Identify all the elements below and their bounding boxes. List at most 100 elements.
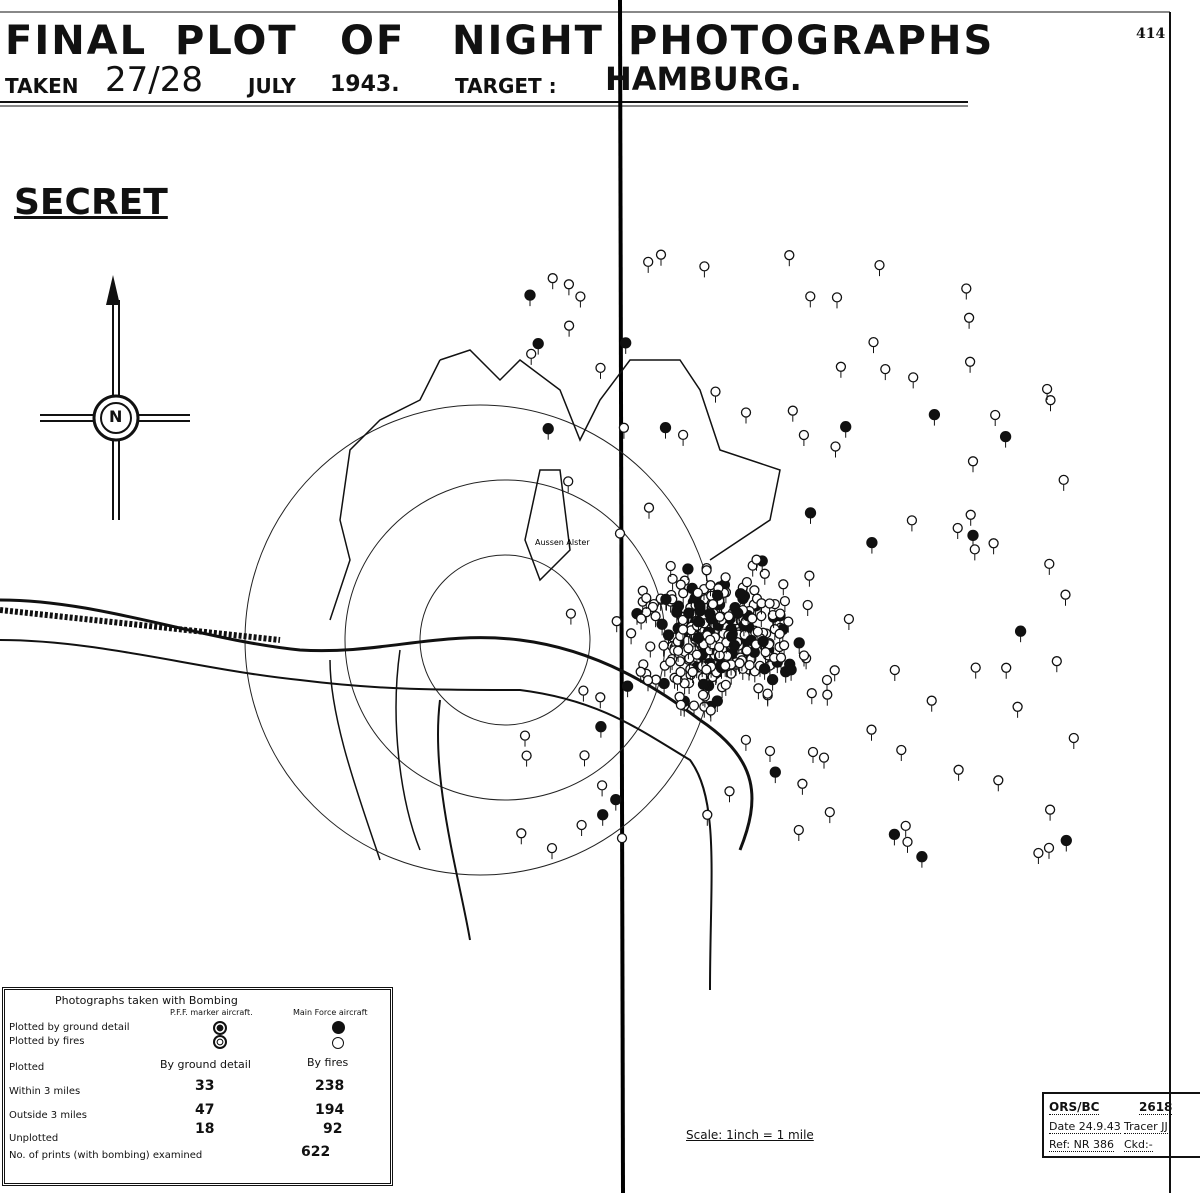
plot-point	[744, 659, 755, 671]
legend-box: Photographs taken with Bombing P.F.F. ma…	[2, 987, 393, 1186]
plot-point	[697, 689, 709, 701]
plot-point	[824, 806, 835, 818]
plot-point	[734, 588, 747, 600]
plot-point	[734, 658, 745, 669]
legend-row-ground: Plotted by ground detail	[9, 1022, 130, 1033]
plot-point	[1060, 834, 1072, 847]
plot-point	[682, 563, 694, 575]
plot-point	[798, 429, 810, 441]
plot-point	[667, 573, 678, 585]
plot-point	[896, 744, 907, 756]
plot-point	[576, 819, 587, 831]
plot-point	[1044, 558, 1055, 570]
range-circles	[244, 404, 716, 876]
plot-point	[835, 361, 847, 372]
page-number: 414	[1136, 26, 1166, 42]
plot-point	[677, 429, 689, 441]
plot-point	[1014, 625, 1027, 637]
plot-point	[635, 666, 646, 677]
plot-point	[724, 786, 735, 797]
sheet-join-line	[618, 0, 625, 1193]
plot-point	[659, 421, 672, 434]
plot-point	[723, 611, 734, 622]
plot-point	[711, 589, 724, 601]
city-boundary	[329, 349, 781, 621]
plot-point	[785, 664, 797, 676]
plot-point	[655, 249, 667, 260]
title-word: PHOTOGRAPHS	[628, 18, 995, 64]
plot-point	[688, 700, 700, 711]
plot-point	[747, 613, 758, 624]
river-elbe	[0, 598, 754, 991]
plot-point	[774, 628, 785, 639]
target-name: HAMBURG.	[605, 60, 802, 98]
legend-title: Photographs taken with Bombing	[55, 994, 238, 1007]
plot-point	[691, 649, 703, 660]
plot-point	[874, 259, 885, 271]
plot-point	[524, 289, 536, 301]
reference-box: ORS/BC 2618 Date 24.9.43 Tracer JJ Ref: …	[1042, 1092, 1200, 1158]
plot-point	[1051, 656, 1062, 667]
plot-point	[692, 632, 704, 644]
plot-point	[740, 407, 752, 418]
plot-point	[597, 809, 609, 821]
plot-point	[804, 570, 815, 581]
plot-point	[665, 560, 676, 572]
plot-point	[642, 675, 654, 686]
plot-point	[759, 568, 770, 579]
plot-point	[563, 476, 574, 487]
plot-point	[774, 608, 786, 619]
plot-point	[660, 593, 672, 606]
legend-value: 194	[315, 1102, 345, 1118]
plot-point	[766, 673, 779, 686]
plot-point	[542, 423, 554, 435]
plot-point	[952, 522, 963, 534]
plot-point	[888, 828, 901, 841]
plot-point	[880, 363, 891, 375]
plot-point	[999, 430, 1012, 443]
plot-point	[707, 599, 719, 610]
plot-point	[775, 652, 787, 663]
plot-point	[578, 685, 589, 696]
plot-point	[778, 579, 789, 590]
aussen-alster-label: Aussen Alster	[535, 538, 590, 547]
plot-point	[1043, 842, 1055, 854]
plot-point	[769, 766, 781, 778]
legend-total-label: No. of prints (with bombing) examined	[9, 1150, 203, 1161]
plot-point	[843, 613, 855, 625]
month: JULY	[248, 74, 296, 98]
plot-point	[928, 408, 941, 421]
legend-row-label: Unplotted	[9, 1133, 59, 1144]
plot-point	[621, 680, 634, 692]
plot-point	[764, 745, 776, 757]
main-ground-symbol-icon	[332, 1021, 345, 1034]
plot-point	[964, 356, 976, 367]
plot-point	[967, 456, 979, 467]
plot-point	[868, 336, 879, 348]
plot-point	[797, 778, 808, 789]
plot-point	[889, 664, 900, 676]
compass-north-label: N	[109, 407, 123, 426]
main-fires-symbol-icon	[332, 1037, 344, 1049]
plot-point	[563, 320, 575, 331]
plot-point	[732, 607, 744, 619]
plot-point	[1044, 804, 1056, 815]
title-word: FINAL	[5, 18, 148, 64]
plot-point	[710, 386, 721, 397]
plot-point	[760, 647, 771, 658]
plot-point	[802, 599, 813, 611]
plot-point	[807, 746, 819, 758]
plot-point	[697, 678, 710, 691]
plot-point	[614, 528, 626, 539]
plot-point	[692, 587, 703, 599]
plot-point	[532, 337, 544, 350]
plot-point	[645, 641, 656, 652]
plot-point	[902, 836, 913, 848]
plot-point	[675, 699, 687, 711]
plot-point	[720, 660, 731, 671]
plot-point	[967, 529, 979, 542]
plot-point	[990, 409, 1001, 421]
target-label: TARGET :	[455, 74, 557, 98]
plot-point	[783, 616, 794, 627]
plot-point	[662, 629, 675, 641]
